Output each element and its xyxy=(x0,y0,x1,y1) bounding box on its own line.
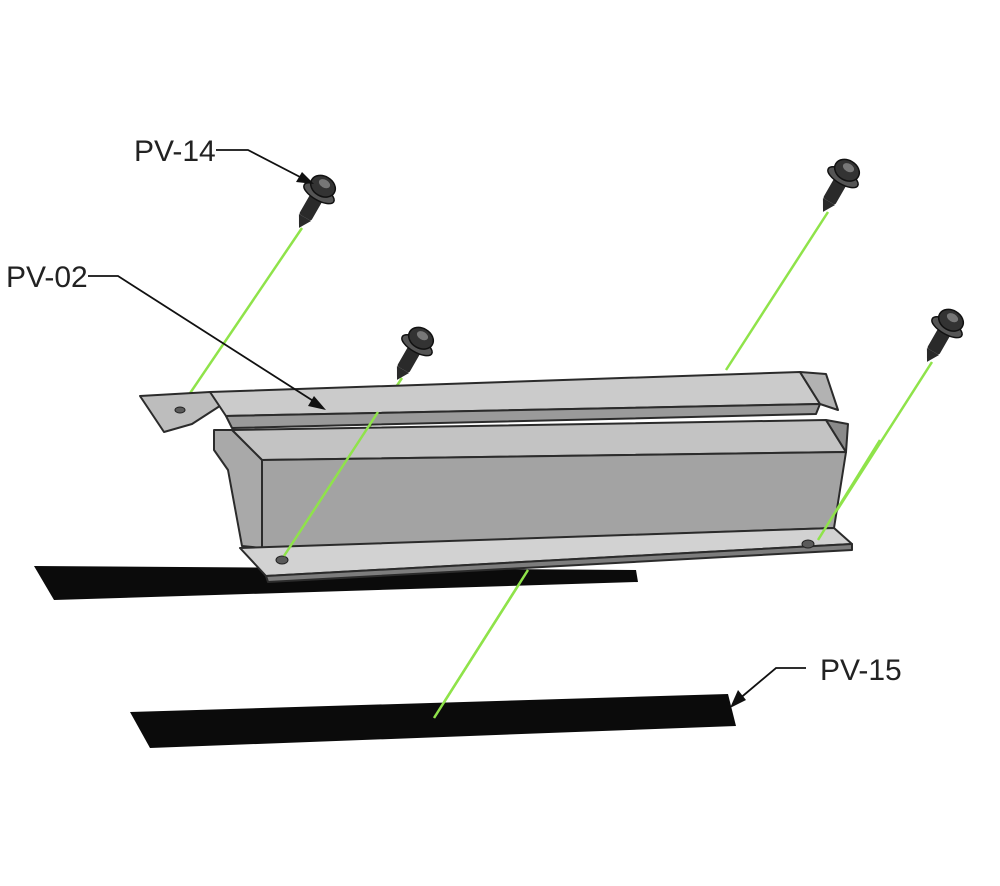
rail-profile xyxy=(139,371,853,583)
screw-3-icon xyxy=(822,158,861,212)
hole-tab xyxy=(174,406,186,414)
leader-screw xyxy=(216,149,303,179)
hole-front-right xyxy=(801,539,815,549)
screw-2-icon xyxy=(396,326,435,380)
assembly-line-screw-4-front xyxy=(816,439,882,541)
rail-top-lip xyxy=(225,403,821,429)
callout-pv-14: PV-14 xyxy=(134,135,216,168)
leader-lines xyxy=(88,149,806,701)
screw-1-icon xyxy=(298,174,337,228)
leader-rail xyxy=(88,275,319,405)
assembly-line-screw-3 xyxy=(724,211,830,371)
assembly-lines-front xyxy=(282,411,882,719)
callout-pv-02: PV-02 xyxy=(6,261,88,294)
rail-holes xyxy=(174,406,815,565)
gasket-strip-lower xyxy=(130,694,736,748)
assembly-line-gasket-front xyxy=(432,569,530,719)
assembly-line-screw-1 xyxy=(178,227,304,409)
arrowhead-screw xyxy=(296,172,314,184)
rail-bottom-flange-edge xyxy=(265,543,853,583)
gasket-strip-upper xyxy=(34,566,638,600)
arrowhead-gasket xyxy=(730,690,746,708)
arrowhead-rail xyxy=(308,396,326,410)
screw-4-icon xyxy=(926,308,965,362)
leader-arrowheads xyxy=(296,172,746,708)
assembly-line-screw-2-front xyxy=(282,411,380,557)
callout-pv-15: PV-15 xyxy=(820,654,902,687)
hole-front-left xyxy=(275,555,289,565)
leader-gasket xyxy=(737,667,806,701)
rail-right-end xyxy=(825,419,849,453)
rail-top-end xyxy=(799,371,839,411)
